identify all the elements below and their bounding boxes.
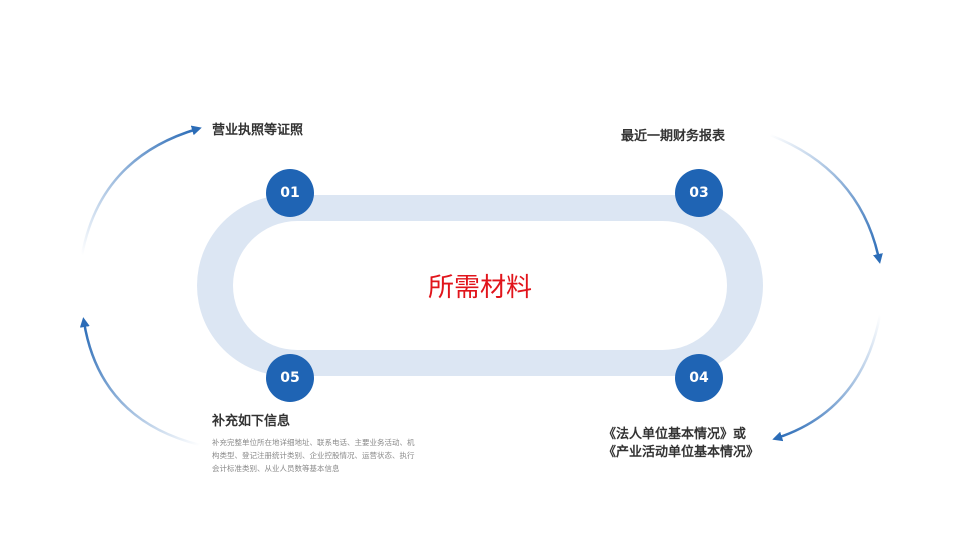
- step-badge-03: 03: [675, 169, 723, 217]
- step-badge-05: 05: [266, 354, 314, 402]
- arrow-bottom-left: [79, 317, 201, 447]
- label-unit-info-line-1: 《法人单位基本情况》或: [603, 427, 747, 442]
- description-line-2: 构类型、登记注册统计类别、企业控股情况、运营状态、执行: [212, 451, 415, 460]
- arrow-top-left: [80, 125, 202, 256]
- label-unit-info-line-2: 《产业活动单位基本情况》: [603, 445, 760, 460]
- description-line-3: 会计标准类别、从业人员数等基本信息: [212, 464, 340, 473]
- center-title: 所需材料: [427, 273, 532, 303]
- step-badge-04: 04: [675, 354, 723, 402]
- arrow-top-right: [769, 133, 883, 264]
- supplementary-description: 补充完整单位所在地详细地址、联系电话、主要业务活动、机 构类型、登记注册统计类别…: [212, 436, 452, 475]
- label-unit-info: 《法人单位基本情况》或 《产业活动单位基本情况》: [603, 426, 759, 462]
- cycle-track-inner: [233, 221, 727, 350]
- label-financial-report: 最近一期财务报表: [621, 129, 726, 144]
- label-business-license: 营业执照等证照: [212, 123, 304, 138]
- label-supplementary-info: 补充如下信息: [212, 414, 291, 429]
- step-badge-01: 01: [266, 169, 314, 217]
- arrow-bottom-right: [772, 314, 882, 442]
- description-line-1: 补充完整单位所在地详细地址、联系电话、主要业务活动、机: [212, 438, 415, 447]
